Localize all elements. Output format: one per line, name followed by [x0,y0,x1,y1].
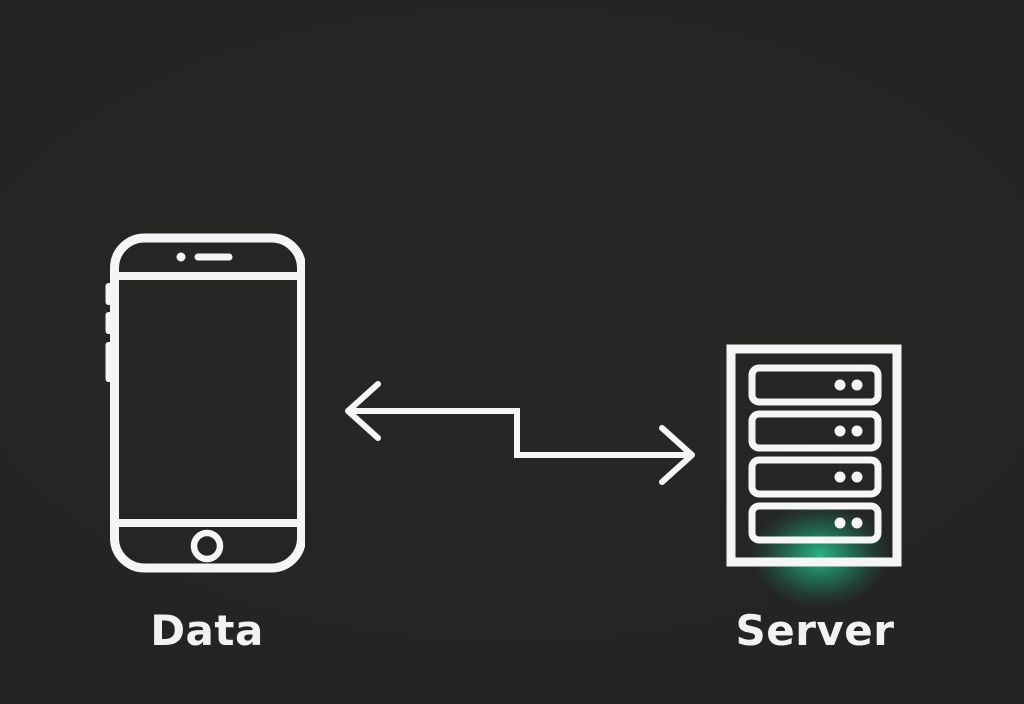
indicator-dot [834,471,846,483]
phone-camera-icon [176,252,186,262]
server-rack-unit-active [748,502,882,544]
smartphone-icon [105,233,305,573]
indicator-dot [851,379,863,391]
arrowhead-left-icon [345,381,381,441]
indicator-dot [851,471,863,483]
arrow-shaft [348,408,692,458]
indicator-dot [834,425,846,437]
indicator-dot [851,517,863,529]
device-node-label: Data [150,606,264,655]
phone-home-button-icon [190,529,224,563]
indicator-dot [834,517,846,529]
bidirectional-arrow-icon [345,381,695,485]
server-cabinet-outline [726,344,902,567]
server-icon [726,344,902,567]
indicator-dot [834,379,846,391]
arrowhead-right-icon [659,425,695,485]
indicator-dot [851,425,863,437]
server-rack-unit [748,456,882,498]
phone-body-outline [110,233,305,573]
server-rack-unit [748,364,882,406]
server-rack-unit [748,410,882,452]
server-node-label: Server [735,606,895,655]
